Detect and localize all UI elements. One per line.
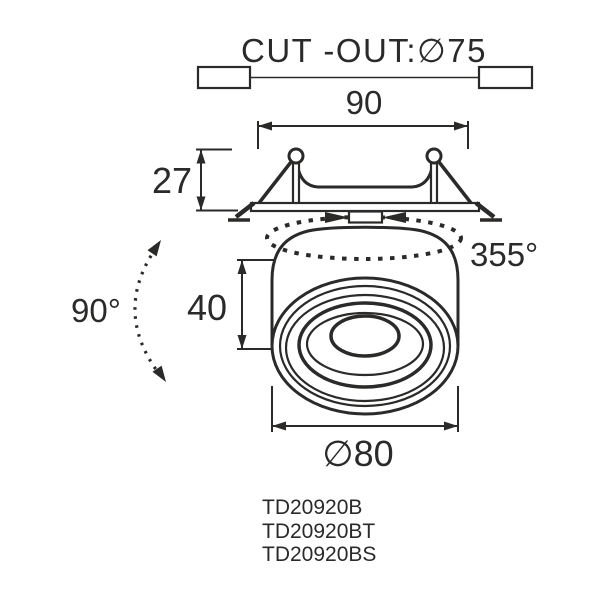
tilt-arrow-down-icon <box>152 365 166 382</box>
swivel-block <box>347 210 384 224</box>
product-code: TD20920BT <box>262 520 375 543</box>
product-code: TD20920B <box>262 496 362 519</box>
spring-eyelet-left <box>287 147 305 165</box>
arrow-left-icon <box>272 421 286 431</box>
dimension-40-label: 40 <box>187 287 227 328</box>
arrow-down-icon <box>196 196 206 211</box>
gimbal-ring-outer <box>297 301 433 389</box>
bail-wire <box>296 167 434 189</box>
tilt-angle-label: 90° <box>71 292 121 329</box>
tilt-dotted-arc <box>133 247 162 376</box>
arrow-up-icon <box>237 260 247 274</box>
spring-post-left <box>291 159 301 206</box>
ceiling-hatch-left <box>196 65 252 90</box>
spring-wire-left <box>257 160 293 205</box>
spring-wire-right <box>437 160 473 205</box>
tilt-indicator-90: 90° <box>71 240 166 382</box>
tilt-arrow-up-icon <box>147 240 161 257</box>
trim-leg-right <box>474 201 496 219</box>
arrow-right-icon <box>454 121 468 131</box>
arrow-down-icon <box>237 335 247 349</box>
rotation-angle-label: 355° <box>470 236 538 273</box>
trim-ring-3 <box>284 293 446 403</box>
trim-leg-left <box>234 201 256 219</box>
mounting-bracket <box>228 147 502 222</box>
lens <box>329 314 401 358</box>
rotation-dotted-ellipse <box>265 215 463 261</box>
product-code-list: TD20920B TD20920BT TD20920BS <box>262 496 376 566</box>
trim-ring-2 <box>278 284 452 408</box>
arrow-left-icon <box>258 121 272 131</box>
arrow-right-icon <box>444 421 458 431</box>
trim-ring-outer <box>270 276 460 416</box>
dimension-27: 27 <box>152 148 238 212</box>
gimbal-ring-inner <box>305 311 425 377</box>
cutout-title: CUT -OUT:∅75 <box>241 32 487 69</box>
rotation-indicator-355: 355° <box>265 210 538 273</box>
trim-rings <box>270 276 460 416</box>
dimension-27-label: 27 <box>152 160 192 201</box>
spring-eyelet-right <box>425 147 443 165</box>
dimension-40: 40 <box>187 259 275 350</box>
dimension-90: 90 <box>257 84 469 149</box>
dimension-80: ∅80 <box>271 386 459 474</box>
rotation-arrow-left-icon <box>325 212 349 223</box>
arrow-up-icon <box>196 149 206 164</box>
rotation-arrow-right-icon <box>382 212 406 223</box>
spring-post-right <box>429 159 439 206</box>
ceiling-hatch-right <box>477 65 534 90</box>
dimension-90-label: 90 <box>346 84 383 121</box>
dimension-80-label: ∅80 <box>322 433 393 474</box>
product-code: TD20920BS <box>262 543 376 566</box>
trim-flange <box>249 201 481 213</box>
